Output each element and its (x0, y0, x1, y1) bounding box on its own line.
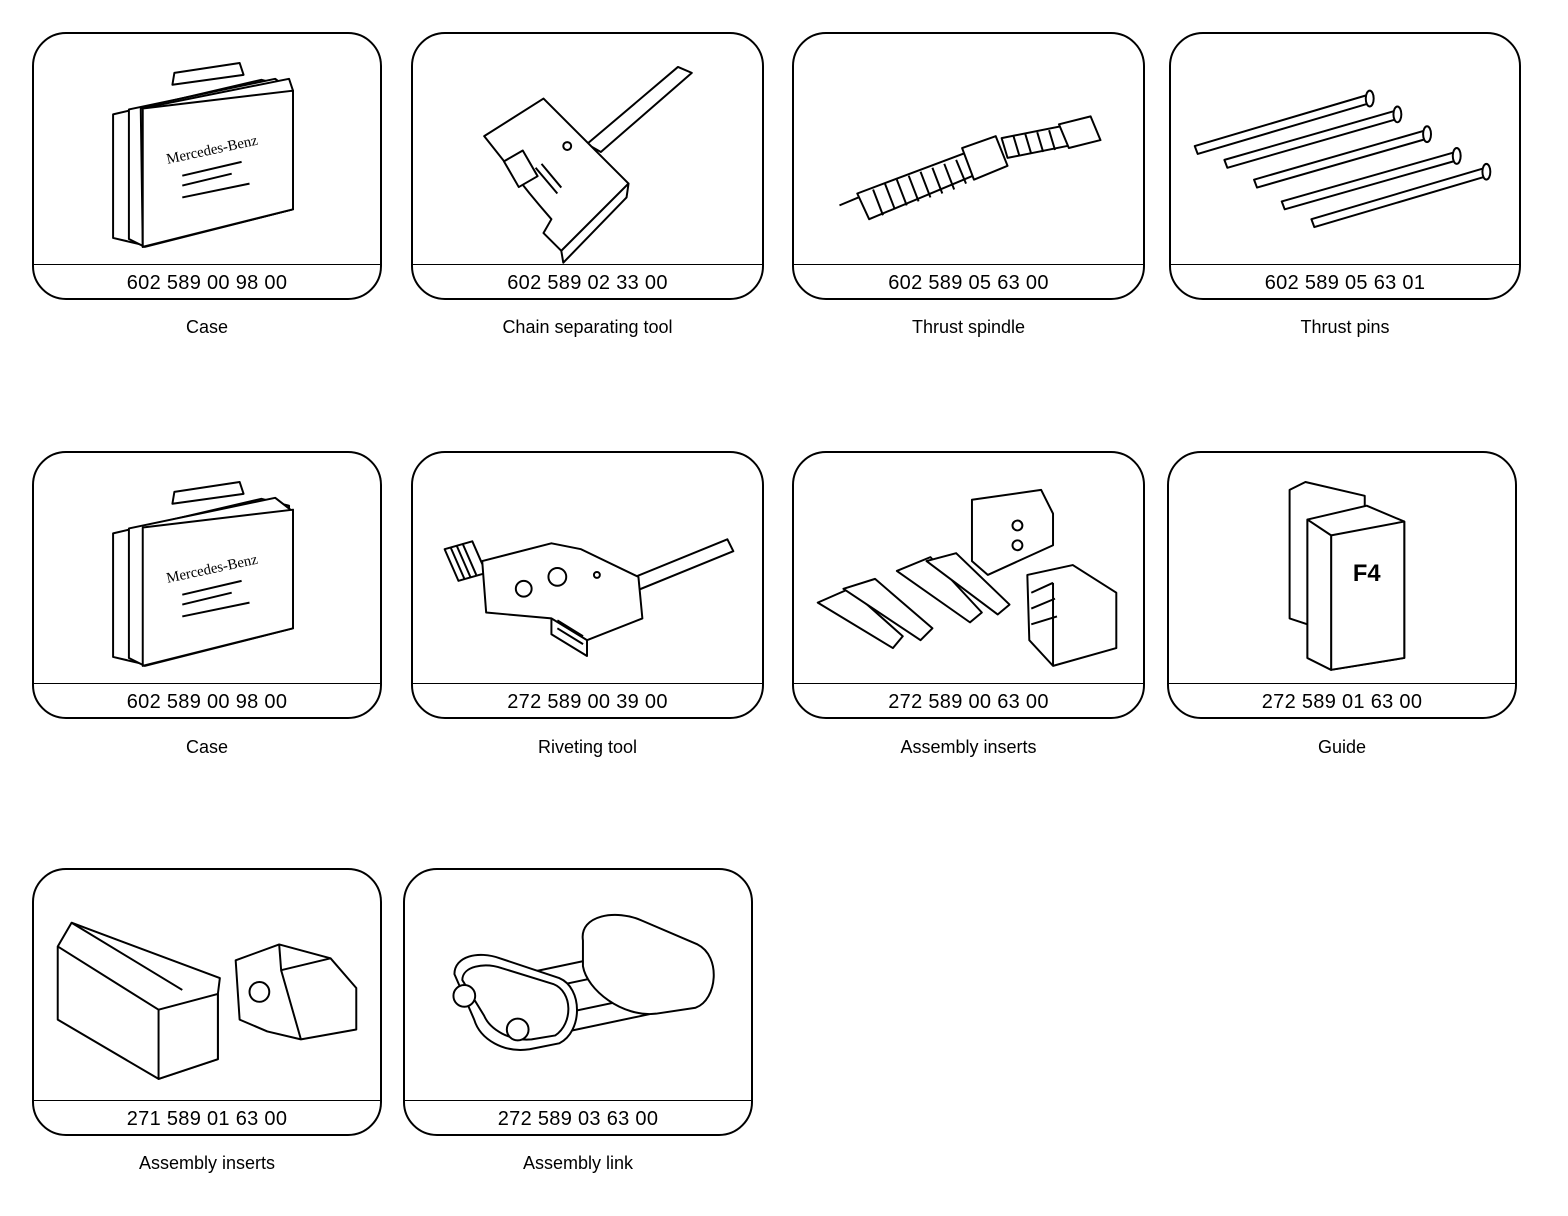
tool-card-assembly-inserts: 272 589 00 63 00 (792, 451, 1145, 719)
tool-caption: Riveting tool (537, 737, 638, 757)
tool-card-case: Mercedes-Benz 602 589 00 98 00 (32, 451, 382, 719)
assembly-inserts-blocks-icon (34, 870, 380, 1100)
part-number: 602 589 05 63 01 (1264, 272, 1426, 294)
part-number: 602 589 00 98 00 (126, 272, 288, 294)
part-number: 272 589 00 39 00 (507, 691, 668, 713)
thrust-spindle-icon (794, 34, 1143, 264)
tool-card-assembly-inserts: 271 589 01 63 00 (32, 868, 382, 1136)
guide-block-icon: F4 (1169, 453, 1515, 683)
guide-marking-text: F4 (1353, 561, 1381, 587)
tool-case-icon: Mercedes-Benz (34, 34, 380, 264)
tool-card-assembly-link: 272 589 03 63 00 (403, 868, 753, 1136)
chain-separating-tool-icon (413, 34, 762, 264)
tool-card-chain-separating-tool: 602 589 02 33 00 (411, 32, 764, 300)
tool-card-thrust-spindle: 602 589 05 63 00 (792, 32, 1145, 300)
tool-caption: Thrust pins (1300, 317, 1390, 337)
tool-caption: Case (185, 317, 229, 337)
tool-caption: Assembly inserts (900, 737, 1037, 757)
thrust-pins-icon (1171, 34, 1519, 264)
part-number: 272 589 03 63 00 (497, 1108, 659, 1130)
assembly-inserts-icon (794, 453, 1143, 683)
tool-card-thrust-pins: 602 589 05 63 01 (1169, 32, 1521, 300)
tool-case-icon: Mercedes-Benz (34, 453, 380, 683)
part-number: 602 589 00 98 00 (126, 691, 288, 713)
part-number: 272 589 01 63 00 (1261, 691, 1423, 713)
tool-caption: Assembly link (522, 1153, 634, 1173)
part-number: 271 589 01 63 00 (126, 1108, 288, 1130)
tool-caption: Case (185, 737, 229, 757)
tool-caption: Chain separating tool (502, 317, 673, 337)
tool-card-case: Mercedes-Benz 602 589 00 98 00 (32, 32, 382, 300)
part-number: 602 589 05 63 00 (888, 272, 1049, 294)
tool-card-riveting-tool: 272 589 00 39 00 (411, 451, 764, 719)
tool-card-guide: F4 272 589 01 63 00 (1167, 451, 1517, 719)
part-number: 272 589 00 63 00 (888, 691, 1049, 713)
tool-caption: Thrust spindle (911, 317, 1026, 337)
tool-caption: Assembly inserts (138, 1153, 276, 1173)
part-number: 602 589 02 33 00 (507, 272, 668, 294)
riveting-tool-icon (413, 453, 762, 683)
tool-caption: Guide (1317, 737, 1367, 757)
assembly-link-icon (405, 870, 751, 1100)
